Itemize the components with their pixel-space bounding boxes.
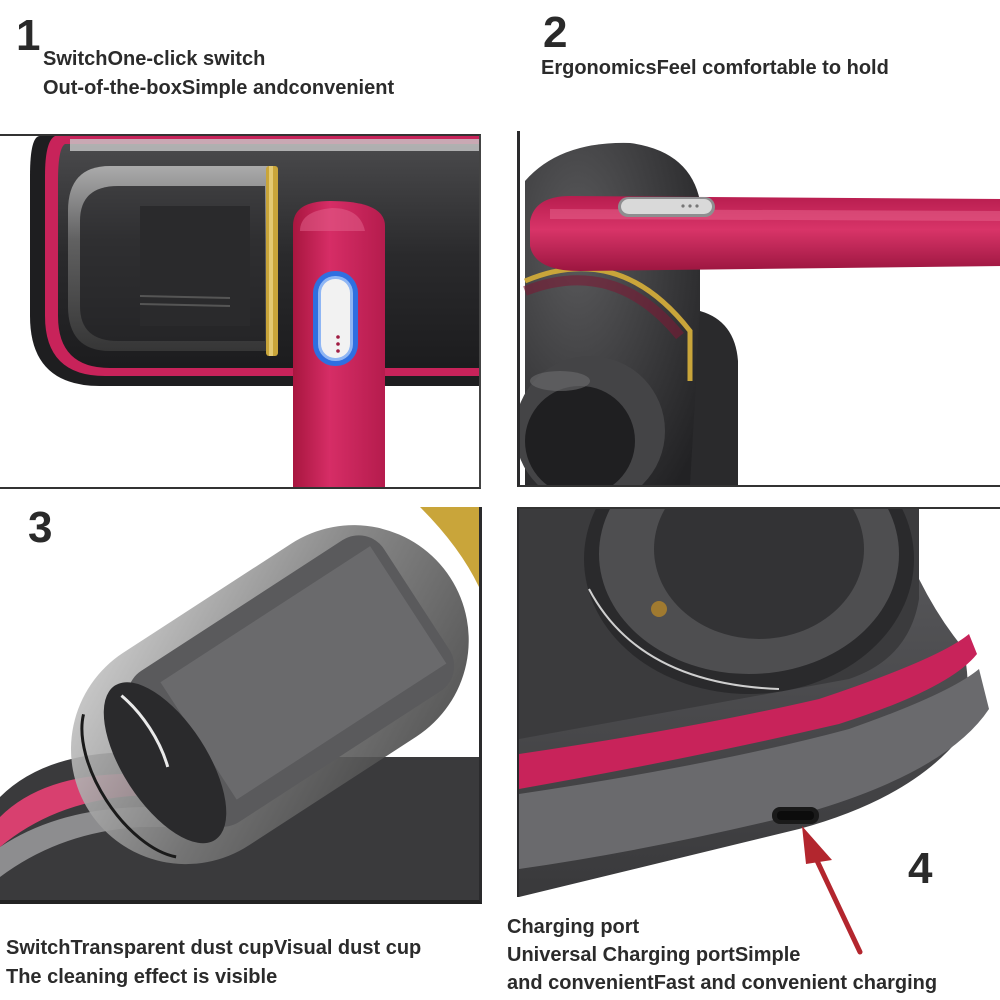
panel-4-image xyxy=(517,507,1000,897)
arrow-pointer-icon xyxy=(802,826,863,955)
panel-1-number: 1 xyxy=(16,11,41,60)
panel-2-caption-line-1: ErgonomicsFeel comfortable to hold xyxy=(541,57,889,79)
panel-3-image xyxy=(0,507,482,904)
vacuum-ergonomic-handle-illustration xyxy=(520,131,1000,485)
vacuum-handle-switch-illustration xyxy=(0,136,479,487)
panel-4-caption-line-2: Universal Charging portSimple xyxy=(507,944,801,966)
panel-3-number: 3 xyxy=(28,503,53,552)
charging-port-illustration xyxy=(519,509,1000,897)
panel-2-image xyxy=(517,131,1000,487)
panel-4-caption-line-1: Charging port xyxy=(507,916,640,938)
panel-1-image xyxy=(0,134,481,489)
panel-2-number: 2 xyxy=(543,8,568,57)
panel-3-caption-line-2: The cleaning effect is visible xyxy=(6,966,278,988)
panel-3-caption-line-1: SwitchTransparent dust cupVisual dust cu… xyxy=(6,937,422,959)
panel-1-caption-line-2: Out-of-the-boxSimple andconvenient xyxy=(43,77,395,99)
panel-4-caption-line-3: and convenientFast and convenient chargi… xyxy=(507,972,938,994)
panel-4-number: 4 xyxy=(908,844,933,893)
panel-1-caption-line-1: SwitchOne-click switch xyxy=(43,48,266,70)
transparent-dust-cup-illustration xyxy=(0,507,479,900)
